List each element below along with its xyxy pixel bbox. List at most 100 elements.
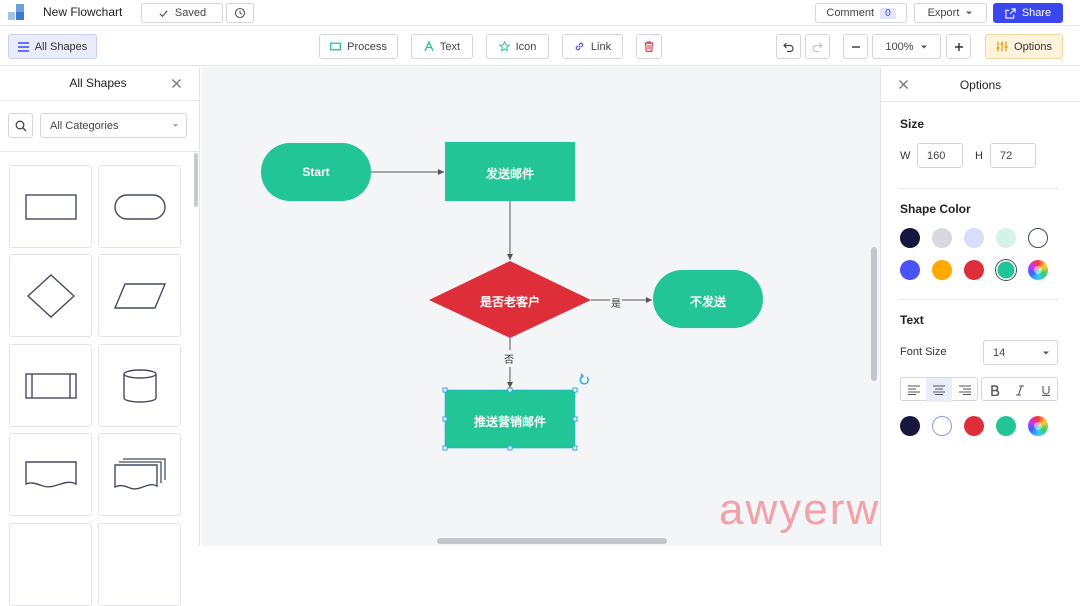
resize-handle[interactable] bbox=[507, 445, 513, 451]
subroutine-shape-icon bbox=[24, 372, 77, 399]
document-title[interactable]: New Flowchart bbox=[43, 5, 123, 19]
divider bbox=[900, 299, 1058, 300]
resize-handle[interactable] bbox=[572, 387, 578, 393]
align-right-icon bbox=[959, 385, 971, 395]
shape-cylinder[interactable] bbox=[98, 344, 181, 427]
close-shapes-panel-button[interactable] bbox=[171, 78, 183, 90]
italic-button[interactable] bbox=[1007, 378, 1033, 402]
font-size-select[interactable]: 14 bbox=[983, 340, 1058, 365]
text-color-custom-picker[interactable] bbox=[1028, 416, 1048, 436]
category-select[interactable]: All Categories bbox=[40, 113, 187, 138]
shape-color-lightblue[interactable] bbox=[964, 228, 984, 248]
shape-color-lightgray[interactable] bbox=[932, 228, 952, 248]
plus-icon bbox=[954, 42, 964, 52]
diamond-shape-icon bbox=[26, 273, 75, 318]
shape-color-orange[interactable] bbox=[932, 260, 952, 280]
align-left-button[interactable] bbox=[901, 378, 927, 402]
shape-multi-document[interactable] bbox=[98, 433, 181, 516]
shape-color-white[interactable] bbox=[1028, 228, 1048, 248]
redo-icon bbox=[812, 42, 823, 52]
history-button[interactable] bbox=[226, 3, 254, 23]
shape-more-2[interactable] bbox=[98, 523, 181, 606]
resize-handle[interactable] bbox=[442, 387, 448, 393]
text-color-navy[interactable] bbox=[900, 416, 920, 436]
divider bbox=[0, 151, 199, 152]
add-text-button[interactable]: Text bbox=[411, 34, 473, 59]
resize-handle[interactable] bbox=[572, 416, 578, 422]
height-input[interactable]: 72 bbox=[990, 143, 1036, 168]
node-start[interactable] bbox=[261, 143, 371, 201]
shape-color-green-selected[interactable] bbox=[996, 260, 1016, 280]
shape-document[interactable] bbox=[9, 433, 92, 516]
shape-color-navy[interactable] bbox=[900, 228, 920, 248]
resize-handle[interactable] bbox=[572, 445, 578, 451]
export-button[interactable]: Export bbox=[914, 3, 987, 23]
text-color-white-selected[interactable] bbox=[932, 416, 952, 436]
diagram-canvas[interactable]: Start 发送邮件 是否老客户 不发送 推送营销邮件 是 否 awyerwu.… bbox=[201, 67, 1008, 546]
canvas-vertical-scrollbar[interactable] bbox=[871, 247, 877, 381]
app-logo-icon[interactable] bbox=[8, 4, 24, 20]
text-label: Text bbox=[439, 40, 461, 53]
link-label: Link bbox=[590, 40, 612, 53]
comment-button[interactable]: Comment 0 bbox=[815, 3, 907, 23]
shape-more-1[interactable] bbox=[9, 523, 92, 606]
all-shapes-toggle[interactable]: All Shapes bbox=[8, 34, 97, 59]
resize-handle[interactable] bbox=[507, 387, 513, 393]
underline-icon bbox=[1042, 385, 1050, 396]
height-label: H bbox=[975, 150, 983, 162]
font-size-label: Font Size bbox=[900, 346, 947, 358]
underline-button[interactable] bbox=[1033, 378, 1059, 402]
share-button[interactable]: Share bbox=[993, 3, 1063, 23]
link-icon bbox=[574, 41, 585, 52]
shape-color-custom-picker[interactable] bbox=[1028, 260, 1048, 280]
saved-button[interactable]: Saved bbox=[141, 3, 223, 23]
text-icon bbox=[424, 41, 434, 52]
shape-parallelogram[interactable] bbox=[98, 254, 181, 337]
add-process-button[interactable]: Process bbox=[319, 34, 398, 59]
redo-button[interactable] bbox=[805, 34, 830, 59]
chevron-down-icon bbox=[965, 10, 973, 16]
delete-button[interactable] bbox=[636, 34, 662, 59]
shape-color-blue[interactable] bbox=[900, 260, 920, 280]
shapes-scrollbar[interactable] bbox=[194, 153, 198, 207]
options-toggle[interactable]: Options bbox=[985, 34, 1063, 59]
align-center-button[interactable] bbox=[926, 378, 952, 402]
text-align-group bbox=[900, 377, 978, 402]
shape-search-button[interactable] bbox=[8, 113, 33, 138]
rectangle-shape-icon bbox=[24, 193, 77, 220]
width-label: W bbox=[900, 150, 911, 162]
font-size-value: 14 bbox=[993, 346, 1006, 359]
shape-color-red[interactable] bbox=[964, 260, 984, 280]
add-link-button[interactable]: Link bbox=[562, 34, 623, 59]
node-send-mail[interactable] bbox=[445, 142, 575, 201]
canvas-horizontal-scrollbar[interactable] bbox=[437, 538, 667, 544]
width-input[interactable]: 160 bbox=[917, 143, 963, 168]
zoom-out-button[interactable] bbox=[843, 34, 868, 59]
shape-rounded-rectangle[interactable] bbox=[98, 165, 181, 248]
node-marketing-mail[interactable] bbox=[445, 390, 575, 448]
shape-diamond[interactable] bbox=[9, 254, 92, 337]
node-decision[interactable] bbox=[429, 261, 591, 338]
text-color-green[interactable] bbox=[996, 416, 1016, 436]
options-label: Options bbox=[1014, 40, 1052, 53]
resize-handle[interactable] bbox=[442, 445, 448, 451]
history-icon bbox=[234, 7, 246, 19]
shape-subroutine[interactable] bbox=[9, 344, 92, 427]
close-options-panel-button[interactable] bbox=[898, 79, 910, 91]
zoom-select[interactable]: 100% bbox=[872, 34, 941, 59]
shape-color-section-title: Shape Color bbox=[900, 202, 971, 216]
node-no-send[interactable] bbox=[653, 270, 763, 328]
zoom-in-button[interactable] bbox=[946, 34, 971, 59]
resize-handle[interactable] bbox=[442, 416, 448, 422]
node-no-send-label: 不发送 bbox=[689, 295, 726, 309]
chevron-down-icon bbox=[1042, 350, 1050, 356]
shape-rectangle[interactable] bbox=[9, 165, 92, 248]
text-color-red[interactable] bbox=[964, 416, 984, 436]
shape-color-mint[interactable] bbox=[996, 228, 1016, 248]
undo-button[interactable] bbox=[776, 34, 801, 59]
bold-button[interactable] bbox=[982, 378, 1008, 402]
rotate-handle-icon[interactable] bbox=[579, 373, 589, 385]
align-right-button[interactable] bbox=[952, 378, 978, 402]
close-icon bbox=[171, 78, 182, 89]
add-icon-button[interactable]: Icon bbox=[486, 34, 549, 59]
